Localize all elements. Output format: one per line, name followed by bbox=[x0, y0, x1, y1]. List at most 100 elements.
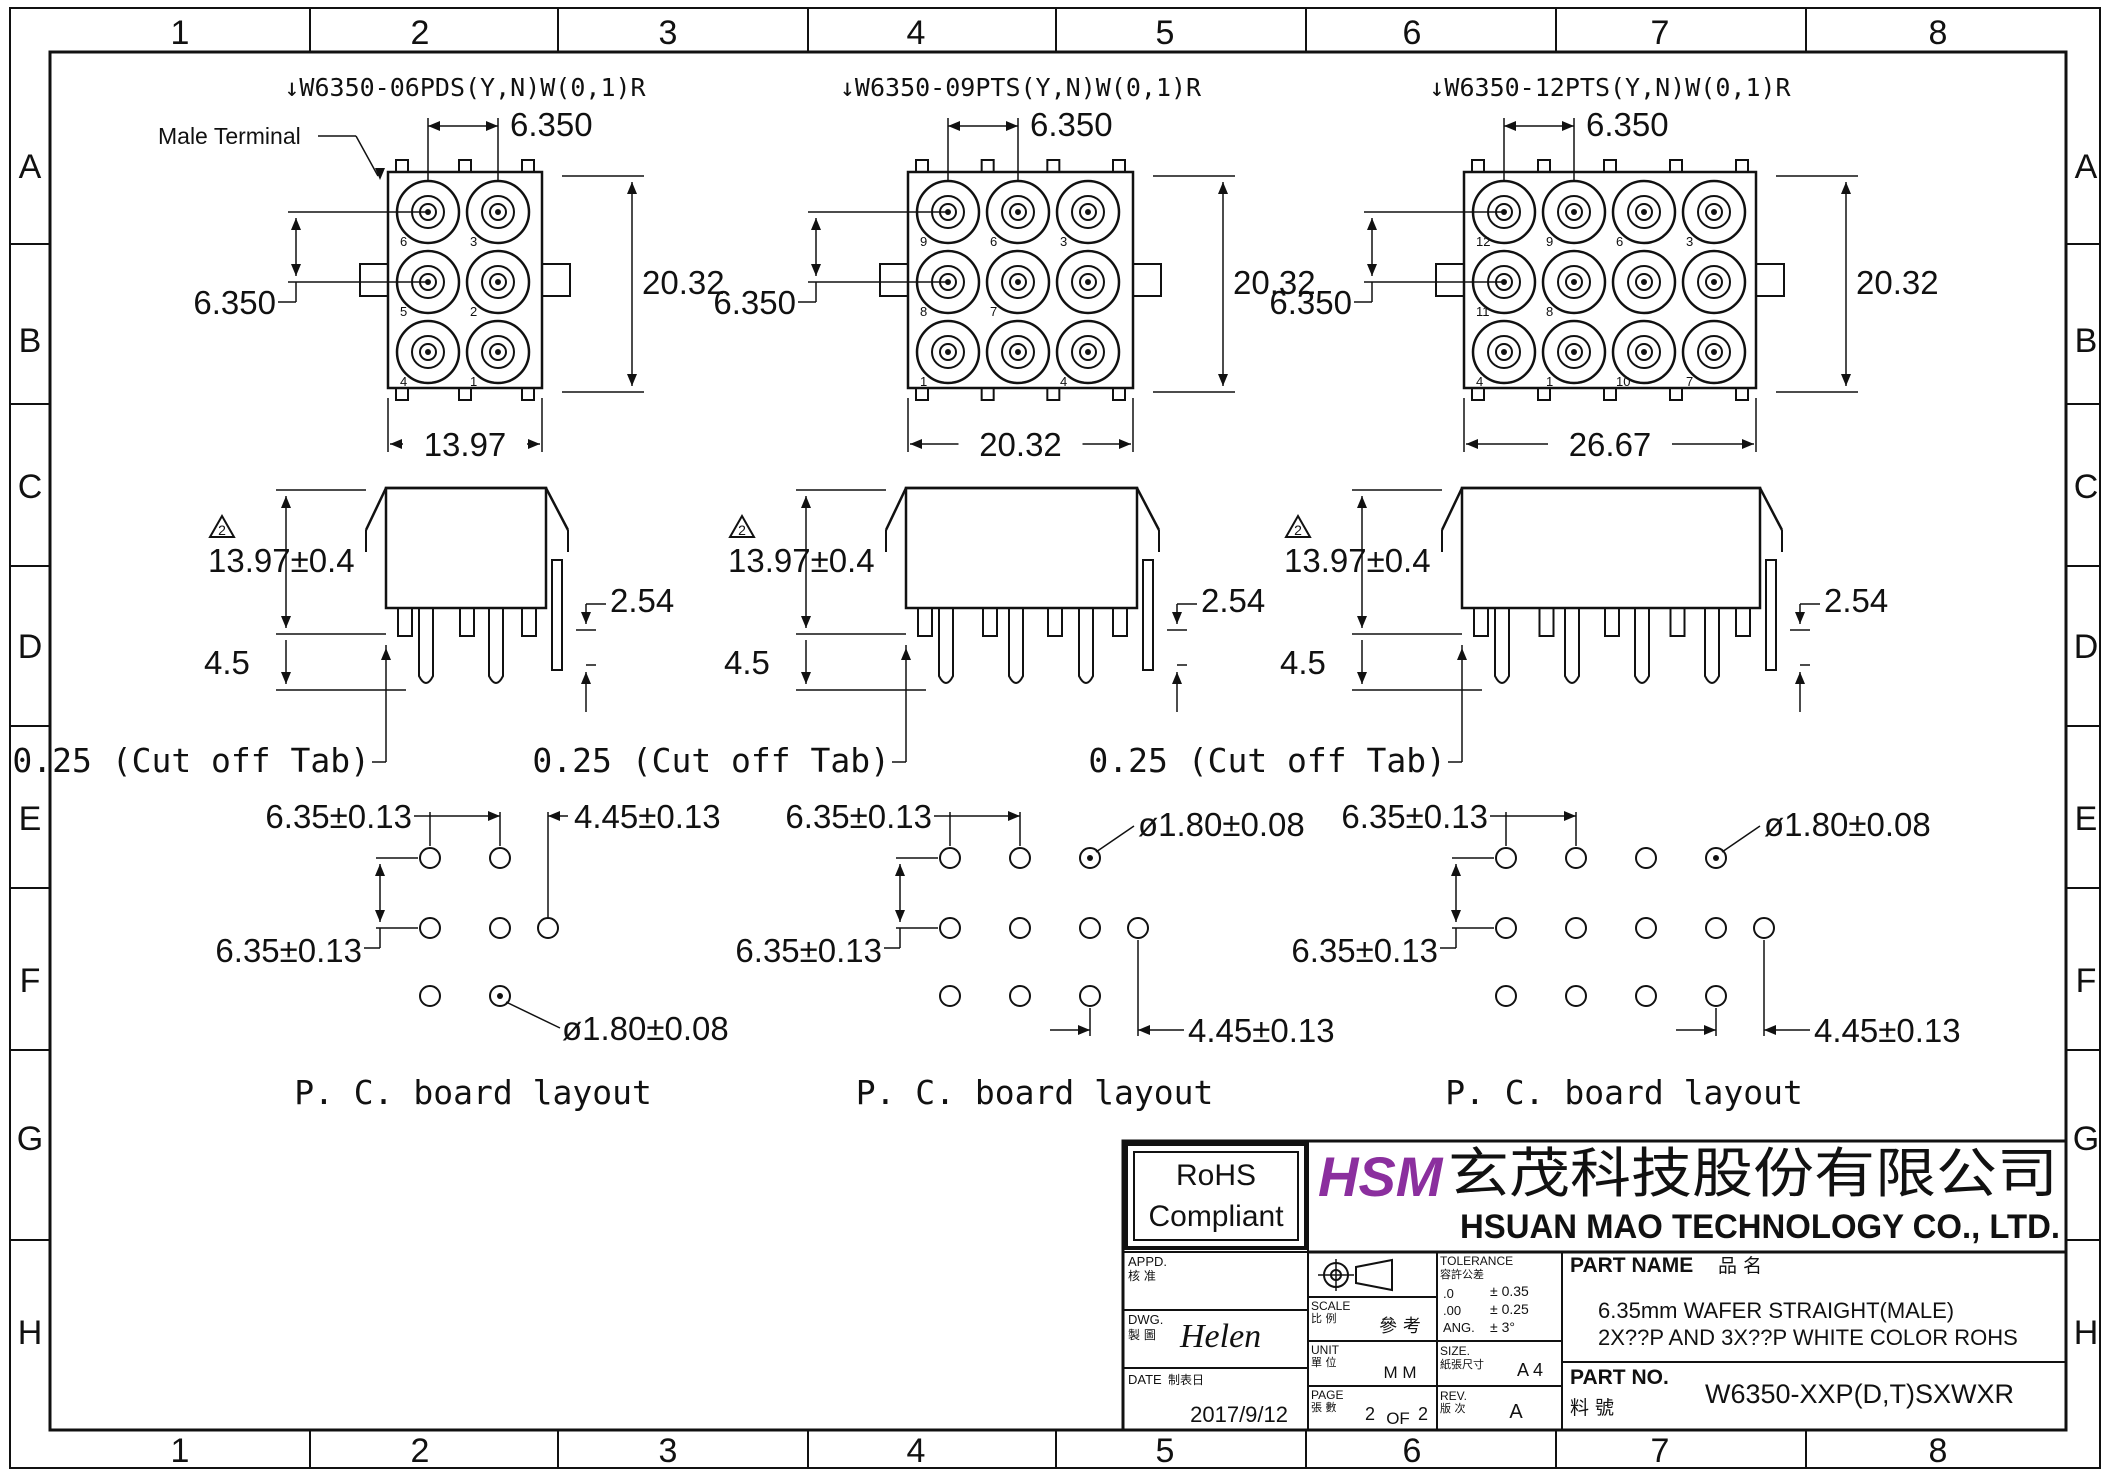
terminal-cavity bbox=[395, 319, 461, 385]
side-view-latch-outline bbox=[884, 486, 1161, 531]
male-terminal-pin bbox=[489, 343, 507, 361]
rohs-compliant: Compliant bbox=[1148, 1200, 1284, 1233]
male-terminal-pin bbox=[1705, 203, 1723, 221]
pin-number: 8 bbox=[1546, 304, 1553, 319]
terminal-cavity bbox=[1541, 179, 1607, 245]
dimension-arrow bbox=[528, 439, 540, 449]
side-view-housing bbox=[384, 486, 548, 610]
unit-label: UNIT bbox=[1311, 1343, 1340, 1357]
tol-0: .0 bbox=[1443, 1286, 1454, 1301]
pcb-hole-diameter: ø1.80±0.08 bbox=[1138, 806, 1305, 843]
pin-number: 2 bbox=[470, 304, 477, 319]
row-marker: H bbox=[18, 1314, 43, 1352]
male-terminal bbox=[1627, 195, 1661, 229]
column-marker: 4 bbox=[907, 14, 926, 52]
title-block-text: RoHS Compliant HSM 玄茂科技股份有限公司 HSUAN MAO … bbox=[1128, 1142, 2060, 1428]
housing-notch bbox=[1603, 159, 1617, 173]
pcb-layout-caption: P. C. board layout bbox=[1445, 1073, 1803, 1112]
pin-number: 4 bbox=[400, 374, 407, 389]
revision-mark: 2 bbox=[218, 522, 226, 538]
side-height-dimension: 13.97±0.4 bbox=[208, 542, 355, 579]
row-marker: E bbox=[2075, 800, 2098, 838]
male-terminal-center bbox=[1015, 349, 1021, 355]
male-terminal bbox=[931, 335, 965, 369]
company-logo: HSM bbox=[1318, 1145, 1444, 1208]
size-label: SIZE. bbox=[1440, 1344, 1470, 1358]
tab-dimension: 2.54 bbox=[610, 582, 674, 619]
housing-notch bbox=[1046, 159, 1061, 173]
male-terminal bbox=[481, 265, 515, 299]
pcb-pin bbox=[1078, 608, 1094, 684]
terminal-cavity bbox=[1611, 319, 1677, 385]
pcb-offset: 4.45±0.13 bbox=[574, 798, 721, 835]
terminal-cavity bbox=[985, 319, 1051, 385]
pcb-hole bbox=[489, 847, 511, 869]
pcb-pin bbox=[1008, 608, 1024, 684]
housing-notch bbox=[1112, 387, 1126, 401]
label-mask bbox=[958, 426, 1083, 462]
pcb-tab-hole bbox=[1753, 917, 1775, 939]
date-label: DATE bbox=[1128, 1372, 1162, 1387]
male-terminal-center bbox=[495, 349, 501, 355]
pcb-hole bbox=[419, 985, 441, 1007]
dimension-arrow bbox=[1119, 439, 1131, 449]
column-marker: 1 bbox=[171, 1432, 190, 1470]
dimension-arrow bbox=[811, 218, 821, 230]
male-terminal bbox=[1697, 265, 1731, 299]
pin-number: 3 bbox=[470, 234, 477, 249]
side-tab bbox=[551, 559, 563, 671]
housing-notch bbox=[458, 159, 472, 173]
terminal-cavity bbox=[1681, 249, 1747, 315]
pcb-pin bbox=[488, 608, 504, 684]
pitch-dimension-side: 6.350 bbox=[1269, 284, 1352, 321]
dimension-arrow bbox=[1795, 612, 1805, 624]
male-terminal-pin bbox=[1079, 203, 1097, 221]
standoff bbox=[917, 607, 933, 637]
row-marker: G bbox=[2073, 1120, 2099, 1158]
dimension-arrow bbox=[1008, 811, 1020, 821]
pin-number: 1 bbox=[1546, 374, 1553, 389]
row-marker: A bbox=[2075, 148, 2098, 186]
row-marker: F bbox=[2076, 962, 2097, 1000]
pcb-hole bbox=[419, 847, 441, 869]
side-tab bbox=[1142, 559, 1154, 671]
page-label: PAGE bbox=[1311, 1388, 1343, 1402]
pcb-layout-caption: P. C. board layout bbox=[294, 1073, 652, 1112]
tol-0-value: ± 0.35 bbox=[1490, 1283, 1529, 1299]
revision-mark: 2 bbox=[1294, 522, 1302, 538]
pcb-hole bbox=[1705, 917, 1727, 939]
male-terminal-center bbox=[1015, 279, 1021, 285]
dimension-arrow bbox=[291, 218, 301, 230]
housing-notch bbox=[1471, 387, 1485, 401]
pin-length-dimension: 4.5 bbox=[1280, 644, 1326, 681]
dimension-arrow bbox=[1138, 1025, 1150, 1035]
pcb-hole bbox=[1565, 847, 1587, 869]
column-marker: 7 bbox=[1651, 1432, 1670, 1470]
page-of: OF bbox=[1386, 1409, 1410, 1428]
male-terminal-label: Male Terminal bbox=[158, 123, 301, 149]
row-marker: C bbox=[18, 468, 43, 506]
housing-notch bbox=[1735, 159, 1749, 173]
tol-ang-value: ± 3° bbox=[1490, 1319, 1515, 1335]
pin-number: 9 bbox=[1546, 234, 1553, 249]
dimension-arrow bbox=[910, 439, 922, 449]
housing-notch bbox=[915, 387, 929, 401]
dimension-arrow bbox=[488, 811, 500, 821]
dimension-arrow bbox=[375, 168, 385, 180]
male-terminal-pin bbox=[1009, 203, 1027, 221]
pcb-pin bbox=[1704, 608, 1720, 684]
pitch-dimension-top: 6.350 bbox=[1030, 106, 1113, 143]
dimension-arrow bbox=[1704, 1025, 1716, 1035]
male-terminal bbox=[1071, 265, 1105, 299]
pcb-hole bbox=[939, 847, 961, 869]
terminal-cavity bbox=[465, 319, 531, 385]
column-marker: 2 bbox=[411, 1432, 430, 1470]
male-terminal-pin bbox=[1009, 343, 1027, 361]
width-dimension: 20.32 bbox=[979, 426, 1062, 463]
male-terminal-center bbox=[1641, 349, 1647, 355]
dimension-arrow bbox=[801, 616, 811, 628]
pcb-hole bbox=[1565, 917, 1587, 939]
male-terminal-pin bbox=[1705, 343, 1723, 361]
